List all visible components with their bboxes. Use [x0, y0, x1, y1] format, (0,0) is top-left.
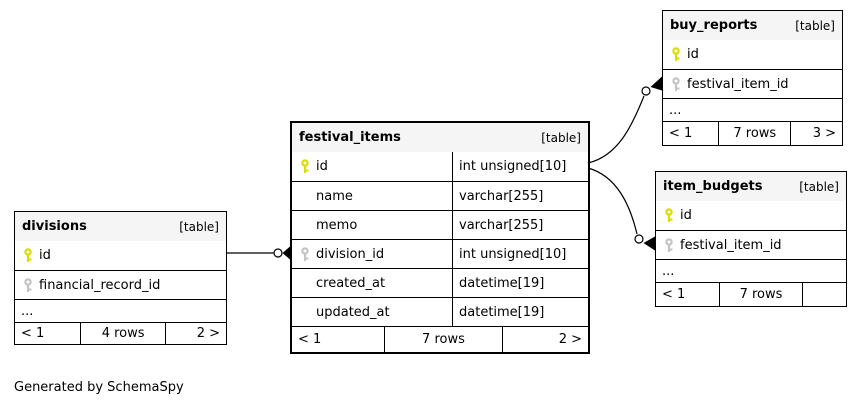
table-festival-items[interactable]: festival_items [table] id int unsigned[1… — [290, 121, 590, 354]
column-type: int unsigned[10] — [452, 240, 588, 268]
column-name: memo — [316, 217, 358, 233]
table-title: buy_reports — [670, 18, 758, 33]
foreign-key-icon — [301, 246, 309, 261]
table-type-badge: [table] — [799, 179, 839, 194]
table-header[interactable]: festival_items [table] — [292, 123, 588, 152]
column-name: division_id — [316, 246, 385, 262]
column-name: financial_record_id — [39, 277, 161, 293]
table-row: festival_item_id — [656, 230, 846, 259]
table-title: divisions — [22, 219, 87, 234]
related-next-count — [802, 283, 846, 306]
primary-key-icon — [672, 47, 680, 61]
table-title: festival_items — [299, 130, 401, 145]
column-name: created_at — [316, 275, 386, 291]
key-icon-spacer — [299, 305, 311, 320]
column-name: id — [39, 248, 51, 263]
column-type: datetime[19] — [452, 298, 588, 326]
key-icon-spacer — [299, 218, 311, 233]
row-count: 4 rows — [80, 323, 164, 344]
table-footer: < 1 7 rows 2 > — [292, 326, 588, 352]
related-prev-count: < 1 — [662, 287, 686, 302]
generator-caption: Generated by SchemaSpy — [14, 380, 184, 395]
table-type-badge: [table] — [541, 130, 581, 145]
related-prev-count: < 1 — [298, 332, 322, 347]
foreign-key-icon — [24, 277, 32, 292]
column-name: id — [680, 208, 692, 223]
table-row: updated_at datetime[19] — [292, 297, 588, 326]
table-row: memo varchar[255] — [292, 210, 588, 239]
table-header[interactable]: buy_reports [table] — [663, 11, 842, 40]
foreign-key-icon — [665, 237, 673, 252]
table-row: financial_record_id — [15, 270, 226, 299]
related-next-count: 2 > — [502, 327, 588, 352]
hidden-columns-ellipsis: ... — [656, 259, 846, 282]
column-name: festival_item_id — [687, 76, 789, 92]
table-header[interactable]: divisions [table] — [15, 212, 226, 241]
table-footer: < 1 4 rows 2 > — [15, 322, 226, 344]
primary-key-icon — [24, 248, 32, 262]
table-header[interactable]: item_budgets [table] — [656, 172, 846, 201]
related-next-count: 3 > — [790, 122, 842, 145]
table-row: id — [663, 40, 842, 69]
row-count: 7 rows — [383, 327, 502, 352]
row-count: 7 rows — [718, 283, 803, 306]
table-title: item_budgets — [663, 179, 763, 194]
table-item-budgets[interactable]: item_budgets [table] id festival_it — [655, 171, 847, 307]
table-buy-reports[interactable]: buy_reports [table] id festival_ite — [662, 10, 843, 146]
primary-key-icon — [665, 208, 673, 222]
edge-festival-items-buy-reports — [587, 76, 662, 164]
column-name: name — [316, 188, 353, 204]
key-icon-spacer — [299, 189, 311, 204]
row-count: 7 rows — [718, 122, 790, 145]
table-footer: < 1 7 rows 3 > — [663, 121, 842, 145]
table-row: festival_item_id — [663, 69, 842, 98]
column-type: varchar[255] — [452, 182, 588, 210]
table-type-badge: [table] — [179, 219, 219, 234]
related-prev-count: < 1 — [669, 126, 693, 141]
column-name: updated_at — [316, 304, 390, 320]
table-divisions[interactable]: divisions [table] id financial_reco — [14, 211, 227, 345]
related-next-count: 2 > — [164, 323, 226, 344]
table-row: id int unsigned[10] — [292, 152, 588, 181]
table-row: id — [656, 201, 846, 230]
column-name: id — [316, 159, 328, 174]
primary-key-icon — [301, 159, 309, 173]
column-type: datetime[19] — [452, 269, 588, 297]
column-name: id — [687, 47, 699, 62]
hidden-columns-ellipsis: ... — [663, 98, 842, 121]
foreign-key-icon — [672, 76, 680, 91]
table-row: division_id int unsigned[10] — [292, 239, 588, 268]
column-type: varchar[255] — [452, 211, 588, 239]
table-row: created_at datetime[19] — [292, 268, 588, 297]
key-icon-spacer — [299, 276, 311, 291]
column-name: festival_item_id — [680, 237, 782, 253]
table-row: id — [15, 241, 226, 270]
hidden-columns-ellipsis: ... — [15, 299, 226, 322]
edge-festival-items-item-budgets — [587, 167, 655, 251]
table-footer: < 1 7 rows — [656, 282, 846, 306]
column-type: int unsigned[10] — [452, 152, 588, 181]
edge-divisions-festival-items — [227, 246, 290, 260]
related-prev-count: < 1 — [21, 326, 45, 341]
table-row: name varchar[255] — [292, 181, 588, 210]
table-type-badge: [table] — [795, 18, 835, 33]
